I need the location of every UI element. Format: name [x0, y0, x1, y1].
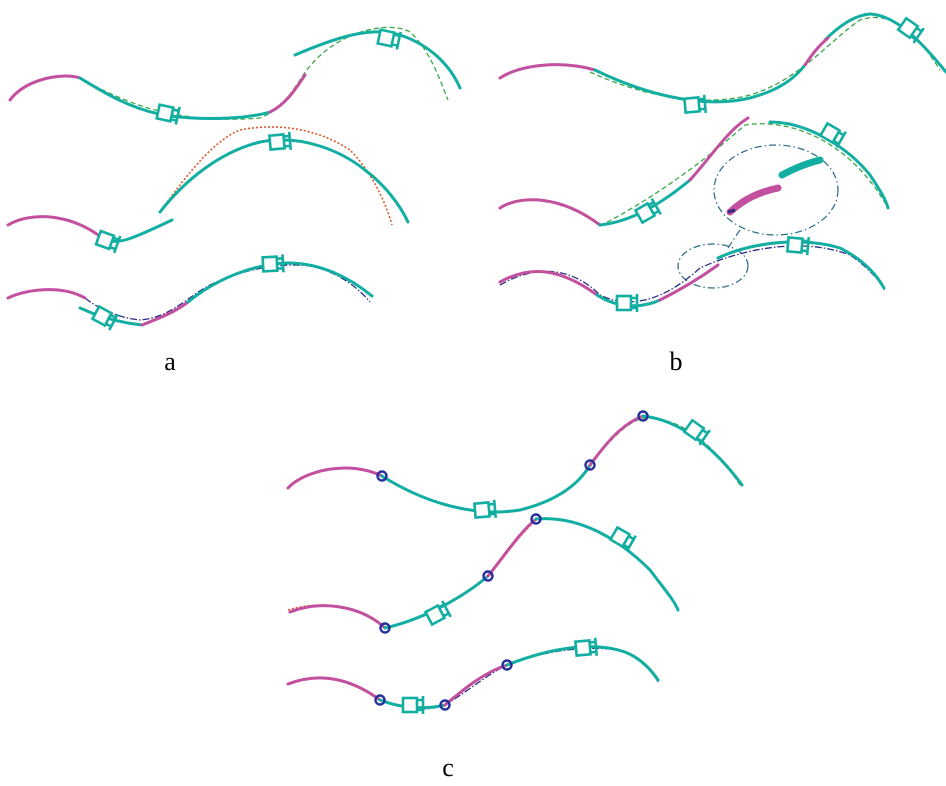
sensor-clip-icon [608, 524, 638, 553]
zoom-source-icon [677, 243, 749, 289]
sensor-clip-icon [818, 120, 848, 149]
sensor-clip-icon [90, 303, 120, 332]
sensor-clip-icon [681, 417, 712, 447]
joint-circle-icon [637, 410, 649, 422]
joint-circle-icon [530, 513, 542, 525]
sensor-clip-icon [472, 498, 498, 521]
panel-label-b: b [670, 347, 683, 376]
sensor-clip-icon [401, 694, 425, 716]
panel-a-row-1 [8, 26, 462, 126]
sensor-clip-icon [615, 292, 639, 314]
sensor-clip-icon [895, 15, 926, 45]
panel-c-row-3 [286, 636, 660, 716]
panel-a-row-3 [6, 253, 374, 332]
panel-b-row-2 [498, 116, 890, 227]
panel-b-row-1 [498, 12, 946, 116]
joint-circle-icon [379, 622, 391, 634]
panel-label-a: a [164, 347, 176, 376]
panel-b-row-3 [498, 234, 886, 314]
zoom-inset-icon [713, 144, 839, 236]
sensor-clip-icon [375, 26, 402, 51]
sensor-clip-icon [682, 93, 708, 116]
panel-c-row-1 [286, 410, 744, 521]
panel-a-row-2 [6, 126, 410, 255]
joint-circle-icon [439, 699, 451, 711]
joint-circle-icon [584, 459, 596, 471]
panel-label-c: c [442, 753, 454, 782]
sensor-clip-icon [267, 130, 293, 153]
panel-b: b [498, 12, 946, 376]
zoom-inset [677, 144, 839, 289]
sensor-clip-icon [785, 234, 811, 257]
panel-c-row-2 [287, 513, 680, 634]
panel-a: a [6, 26, 462, 376]
panel-c: c [286, 410, 744, 782]
joint-circle-icon [482, 570, 494, 582]
joint-circle-icon [501, 659, 513, 671]
joint-circle-icon [374, 694, 386, 706]
joint-circle-icon [376, 470, 388, 482]
sensor-clip-icon [154, 101, 181, 126]
